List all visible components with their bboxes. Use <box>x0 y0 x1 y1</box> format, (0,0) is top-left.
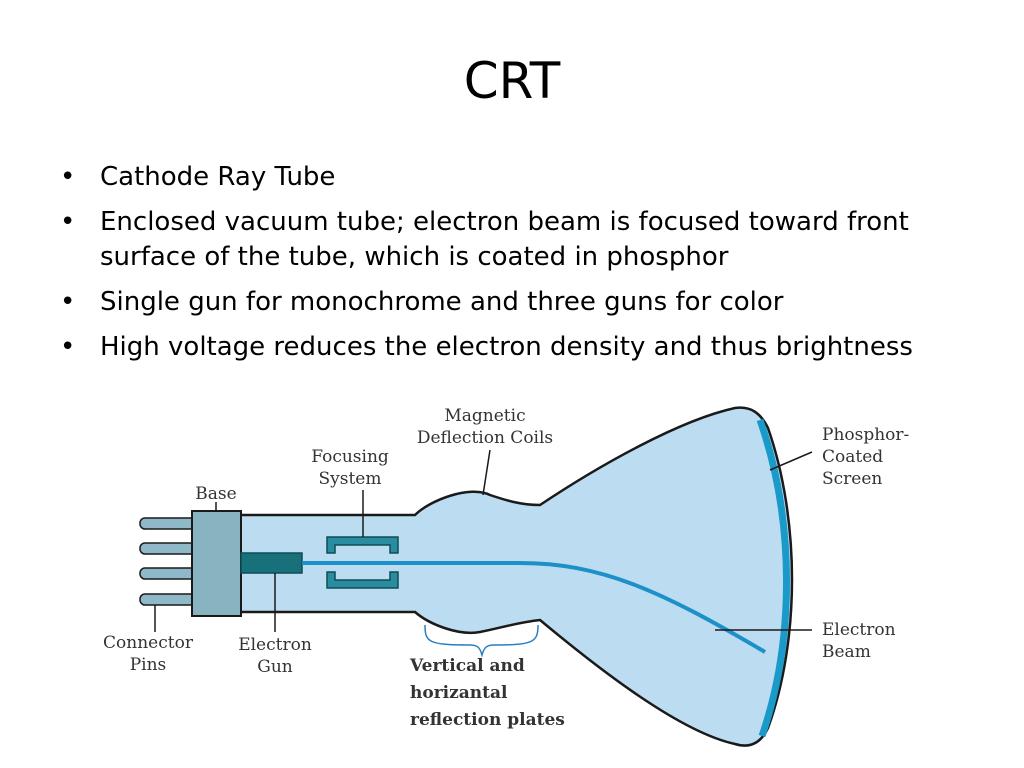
label-phosphor-line3: Screen <box>822 469 882 489</box>
leader-line <box>482 449 491 496</box>
electron-beam <box>302 561 767 654</box>
bullet-text: Cathode Ray Tube <box>100 162 336 192</box>
label-base: Base <box>195 484 236 504</box>
bullet-dot: • <box>60 332 76 362</box>
focusing-system <box>326 536 399 589</box>
bullet-text: Single gun for monochrome and three guns… <box>100 287 784 317</box>
slide-title: CRT <box>463 52 561 110</box>
crt-diagram: Base Focusing System Magnetic Deflection… <box>103 406 909 747</box>
tube-body <box>238 406 794 747</box>
label-beam-line1: Electron <box>822 620 896 640</box>
tube-base <box>191 510 242 617</box>
bullet-text: Enclosed vacuum tube; electron beam is f… <box>100 207 909 272</box>
label-magnetic-line2: Deflection Coils <box>417 428 553 448</box>
bullet-dot: • <box>60 287 76 317</box>
phosphor-screen <box>756 418 790 738</box>
leader-lines <box>154 449 813 632</box>
bullet-item: • High voltage reduces the electron densi… <box>58 330 988 365</box>
label-magnetic-line1: Magnetic <box>444 406 525 426</box>
bullet-item: • Cathode Ray Tube <box>58 160 988 195</box>
connector-pins <box>139 517 197 606</box>
bullet-dot: • <box>60 207 76 237</box>
electron-gun <box>240 552 303 574</box>
leader-line <box>769 451 813 471</box>
label-focusing-line1: Focusing <box>311 447 389 467</box>
connector-pin <box>139 517 197 530</box>
label-plates-line1: Vertical and <box>409 656 525 676</box>
connector-pin <box>139 593 197 606</box>
plates-bracket <box>424 624 539 658</box>
label-connector-line1: Connector <box>103 633 194 653</box>
connector-pin <box>139 567 197 580</box>
bullet-text: High voltage reduces the electron densit… <box>100 332 913 362</box>
label-plates-line2: horizantal <box>410 683 508 703</box>
label-gun-line2: Gun <box>257 657 293 677</box>
label-phosphor-line1: Phosphor- <box>822 425 909 445</box>
bullet-list: • Cathode Ray Tube • Enclosed vacuum tube;… <box>58 160 988 375</box>
label-focusing-line2: System <box>319 469 382 489</box>
bullet-item: • Single gun for monochrome and three gun… <box>58 285 988 320</box>
label-phosphor-line2: Coated <box>822 447 883 467</box>
label-gun-line1: Electron <box>238 635 312 655</box>
label-plates-line3: reflection plates <box>410 710 565 730</box>
bullet-item: • Enclosed vacuum tube; electron beam is … <box>58 205 988 275</box>
bullet-dot: • <box>60 162 76 192</box>
connector-pin <box>139 542 197 555</box>
label-connector-line2: Pins <box>130 655 167 675</box>
label-beam-line2: Beam <box>822 642 871 662</box>
